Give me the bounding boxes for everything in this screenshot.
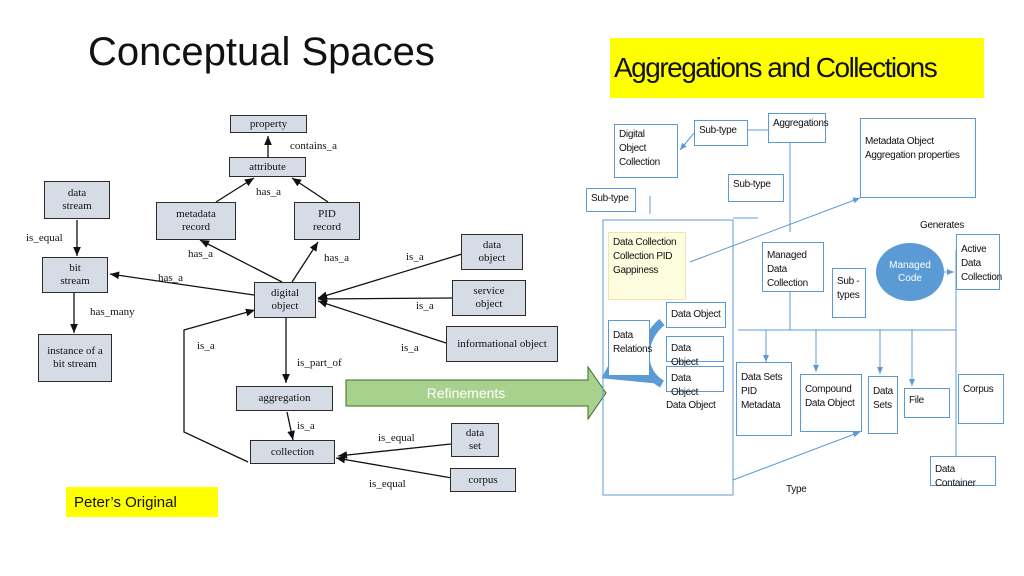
data-object-caption: Data Object [666, 400, 716, 411]
refinements-arrow [345, 365, 607, 421]
box-corpus: Corpus [958, 374, 1004, 424]
slide-title: Conceptual Spaces [88, 30, 435, 74]
edge-label-has-a-bit: has_a [158, 272, 184, 284]
node-instance: instance of a bit stream [38, 334, 112, 382]
node-aggregation: aggregation [236, 386, 333, 411]
box-data-collection: Data Collection Collection PID Gappiness [608, 232, 686, 300]
box-sub-type-mid: Sub-type [728, 174, 784, 202]
managed-code-circle: Managed Code [876, 243, 944, 301]
box-sub-type-top: Sub-type [694, 120, 748, 146]
node-pid-record: PID record [294, 202, 360, 240]
box-data-object-1: Data Object [666, 302, 726, 328]
box-data-object-2: Data Object [666, 336, 724, 368]
box-data-sets-pid: Data Sets PID Metadata [736, 362, 792, 436]
box-sub-types: Sub -types [832, 268, 866, 318]
box-data-sets: Data Sets [868, 376, 898, 434]
node-digital-object: digital object [254, 282, 316, 318]
type-label: Type [786, 484, 807, 495]
edge-label-has-many: has_many [90, 306, 135, 318]
edge-label-is-equal-stream: is_equal [26, 232, 63, 244]
node-data-object: data object [461, 234, 523, 270]
aggregations-title: Aggregations and Collections [610, 38, 984, 98]
box-active-data-collection: Active Data Collection [956, 234, 1002, 290]
node-data-set: data set [451, 423, 499, 457]
edge-label-is-a-data: is_a [406, 251, 424, 263]
node-bit-stream: bit stream [42, 257, 108, 293]
edge-label-is-a-service: is_a [416, 300, 434, 312]
edge-label-is-a-agg: is_a [297, 420, 315, 432]
node-informational-object: informational object [446, 326, 558, 362]
box-digital-object-collection: Digital Object Collection [614, 124, 678, 178]
box-data-object-3: Data Object [666, 366, 724, 398]
box-data-relations: Data Relations [608, 320, 652, 376]
box-managed-data-collection: Managed Data Collection [762, 242, 824, 292]
node-service-object: service object [452, 280, 526, 316]
peters-original-note: Peter’s Original [66, 487, 218, 517]
node-collection: collection [250, 440, 335, 464]
edge-label-has-a-meta: has_a [188, 248, 214, 260]
edge-label-is-equal-corpus: is_equal [369, 478, 406, 490]
edge-label-is-part-of: is_part_of [297, 357, 342, 369]
box-file: File [904, 388, 950, 418]
node-property: property [230, 115, 307, 133]
box-metadata-object: Metadata Object Aggregation properties [860, 118, 976, 198]
node-corpus: corpus [450, 468, 516, 492]
box-compound-data-object: Compound Data Object [800, 374, 862, 432]
box-aggregations: Aggregations [768, 113, 829, 143]
edge-label-is-a-info: is_a [401, 342, 419, 354]
edge-label-is-equal-set: is_equal [378, 432, 415, 444]
box-data-container: Data Container [930, 456, 996, 489]
edge-label-has-a-pid: has_a [324, 252, 350, 264]
node-metadata-record: metadata record [156, 202, 236, 240]
node-attribute: attribute [229, 157, 306, 177]
box-sub-type-left: Sub-type [586, 188, 636, 212]
edge-label-contains-a: contains_a [290, 140, 338, 152]
refinements-label: Refinements [426, 385, 506, 401]
edge-label-is-a-collection: is_a [197, 340, 215, 352]
edge-label-has-a-attr: has_a [256, 186, 282, 198]
generates-label: Generates [920, 220, 964, 231]
node-data-stream: data stream [44, 181, 110, 219]
